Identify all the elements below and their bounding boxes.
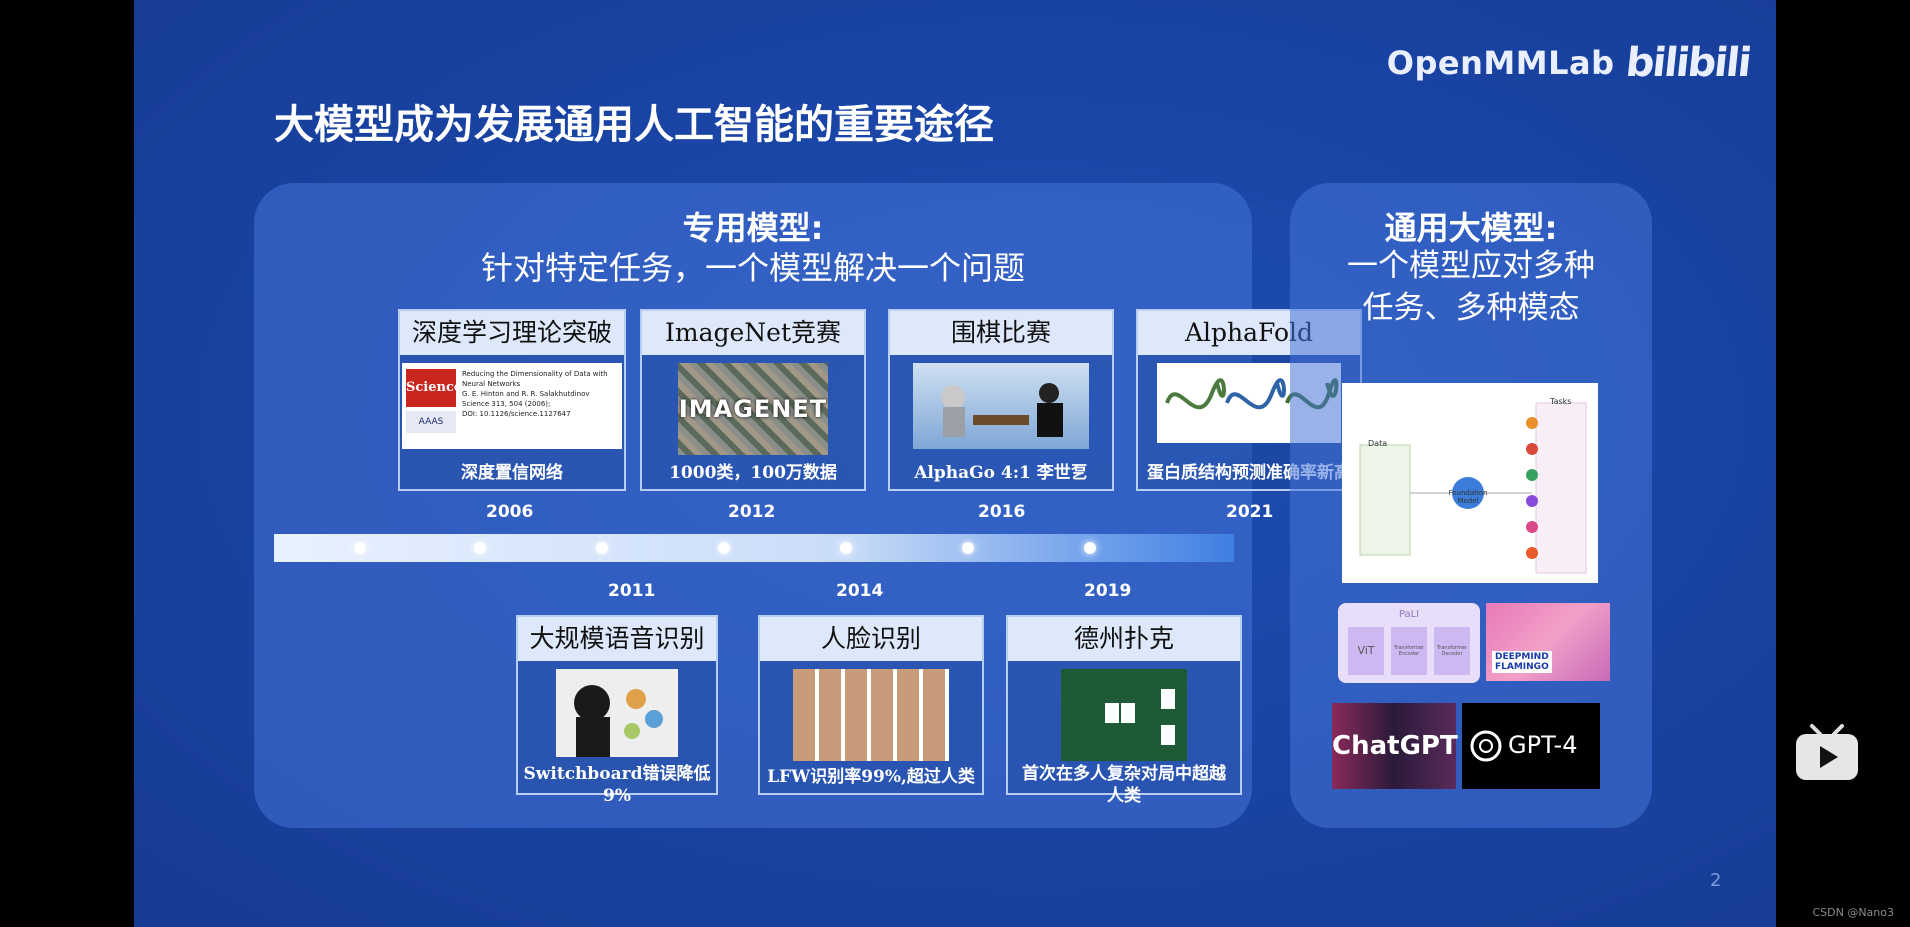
card-deep-learning: 深度学习理论突破 Science AAAS Reducing the Dimen… <box>398 309 626 491</box>
openmmlab-logo: OpenMMLab <box>1386 44 1615 82</box>
brand-logos: OpenMMLab bilibili <box>1386 40 1753 86</box>
flamingo-line1: DEEPMIND <box>1495 652 1549 662</box>
card-go: 围棋比赛 AlphaGo 4:1 李世乭 <box>888 309 1114 491</box>
chatgpt-logo: ChatGPT <box>1332 703 1458 789</box>
science-logo: Science <box>406 369 462 407</box>
foundation-model-diagram: Data Foundation Model Tasks <box>1342 383 1598 583</box>
bilibili-tv-icon[interactable] <box>1792 722 1862 784</box>
year-2021: 2021 <box>1226 502 1274 522</box>
pali-decoder: Transformer Decoder <box>1434 627 1470 675</box>
timeline-dot <box>596 542 608 554</box>
card-face: 人脸识别 LFW识别率99%,超过人类 <box>758 615 984 795</box>
panel-heading: 专用模型: <box>682 209 824 247</box>
card-title: 人脸识别 <box>760 617 982 661</box>
specialized-model-panel: 专用模型: 针对特定任务，一个模型解决一个问题 深度学习理论突破 Science… <box>254 183 1362 828</box>
pali-diagram: PaLI ViT Transformer Encoder Transformer… <box>1338 603 1480 683</box>
panel-subheading: 一个模型应对多种 任务、多种模态 <box>1290 245 1652 329</box>
timeline-dot <box>962 542 974 554</box>
card-title: 围棋比赛 <box>890 311 1112 355</box>
speech-recognition-image <box>556 669 678 757</box>
imagenet-logo-text: IMAGENET <box>678 395 828 423</box>
card-title: 德州扑克 <box>1008 617 1240 661</box>
subheading-line2: 任务、多种模态 <box>1362 290 1580 326</box>
pali-vit: ViT <box>1348 627 1384 675</box>
timeline-bar <box>274 534 1234 562</box>
card-caption: AlphaGo 4:1 李世乭 <box>914 463 1088 483</box>
timeline-dot <box>354 542 366 554</box>
card-caption: Switchboard错误降低 9% <box>518 763 716 807</box>
card-title: ImageNet竞赛 <box>642 311 864 355</box>
speech-illustration <box>574 685 663 757</box>
year-2011: 2011 <box>608 581 656 601</box>
openai-icon <box>1470 730 1502 762</box>
caption-line1: Switchboard错误降低 <box>523 764 711 784</box>
pali-title: PaLI <box>1398 609 1420 620</box>
aaas-logo: AAAS <box>406 411 456 433</box>
paper-title: Reducing the Dimensionality of Data with… <box>462 370 608 388</box>
timeline-dot <box>1084 542 1096 554</box>
csdn-watermark: CSDN @Nano3 <box>1812 906 1894 919</box>
card-caption: 深度置信网络 <box>461 463 563 483</box>
panel-heading: 通用大模型: <box>1384 209 1558 247</box>
timeline-dot <box>474 542 486 554</box>
paper-authors: G. E. Hinton and R. R. Salakhutdinov <box>462 390 590 398</box>
gpt4-text: GPT-4 <box>1508 731 1578 759</box>
card-title: 大规模语音识别 <box>518 617 716 661</box>
slide: OpenMMLab bilibili 大模型成为发展通用人工智能的重要途径 专用… <box>134 0 1776 927</box>
poker-table-image <box>1061 669 1187 761</box>
year-2016: 2016 <box>978 502 1026 522</box>
science-paper-image: Science AAAS Reducing the Dimensionality… <box>402 363 622 449</box>
year-2012: 2012 <box>728 502 776 522</box>
timeline-dot <box>718 542 730 554</box>
data-label: Data <box>1368 439 1388 448</box>
card-caption: LFW识别率99%,超过人类 <box>767 767 975 787</box>
imagenet-image: IMAGENET <box>678 363 828 455</box>
panel-subheading: 针对特定任务，一个模型解决一个问题 <box>480 249 1025 287</box>
card-caption: 1000类，100万数据 <box>669 463 837 483</box>
flamingo-image: DEEPMIND FLAMINGO <box>1486 603 1610 681</box>
diagram-shapes <box>1359 402 1587 574</box>
go-players-illustration <box>941 383 1063 437</box>
slide-title: 大模型成为发展通用人工智能的重要途径 <box>274 102 994 148</box>
card-speech: 大规模语音识别 Switchboard错误降低 9% <box>516 615 718 806</box>
year-2019: 2019 <box>1084 581 1132 601</box>
card-imagenet: ImageNet竞赛 IMAGENET 1000类，100万数据 <box>640 309 866 491</box>
paper-ref: Science 313, 504 (2006); <box>462 400 551 408</box>
year-2006: 2006 <box>486 502 534 522</box>
card-title: 深度学习理论突破 <box>400 311 624 355</box>
caption-line1: 首次在多人复杂对局中超越 <box>1022 764 1226 784</box>
subheading-line1: 一个模型应对多种 <box>1347 248 1595 284</box>
pali-encoder: Transformer Encoder <box>1391 627 1427 675</box>
caption-line2: 人类 <box>1107 786 1141 806</box>
year-2014: 2014 <box>836 581 884 601</box>
paper-doi: DOI: 10.1126/science.1127647 <box>462 410 571 418</box>
page-number: 2 <box>1710 870 1722 891</box>
card-poker: 德州扑克 首次在多人复杂对局中超越 人类 <box>1006 615 1242 806</box>
card-caption: 首次在多人复杂对局中超越 人类 <box>1008 763 1240 807</box>
lfw-faces-image <box>793 669 949 761</box>
model-label: Foundation Model <box>1448 489 1488 505</box>
timeline-dot <box>840 542 852 554</box>
general-model-panel: 通用大模型: 一个模型应对多种 任务、多种模态 Data Foundation … <box>1290 183 1652 828</box>
gpt4-logo: GPT-4 <box>1462 703 1600 789</box>
tasks-label: Tasks <box>1550 397 1572 406</box>
flamingo-line2: FLAMINGO <box>1495 662 1549 672</box>
bilibili-logo: bilibili <box>1624 40 1753 86</box>
poker-cards <box>1105 689 1175 745</box>
caption-line2: 9% <box>603 786 631 806</box>
alphago-image <box>913 363 1089 449</box>
